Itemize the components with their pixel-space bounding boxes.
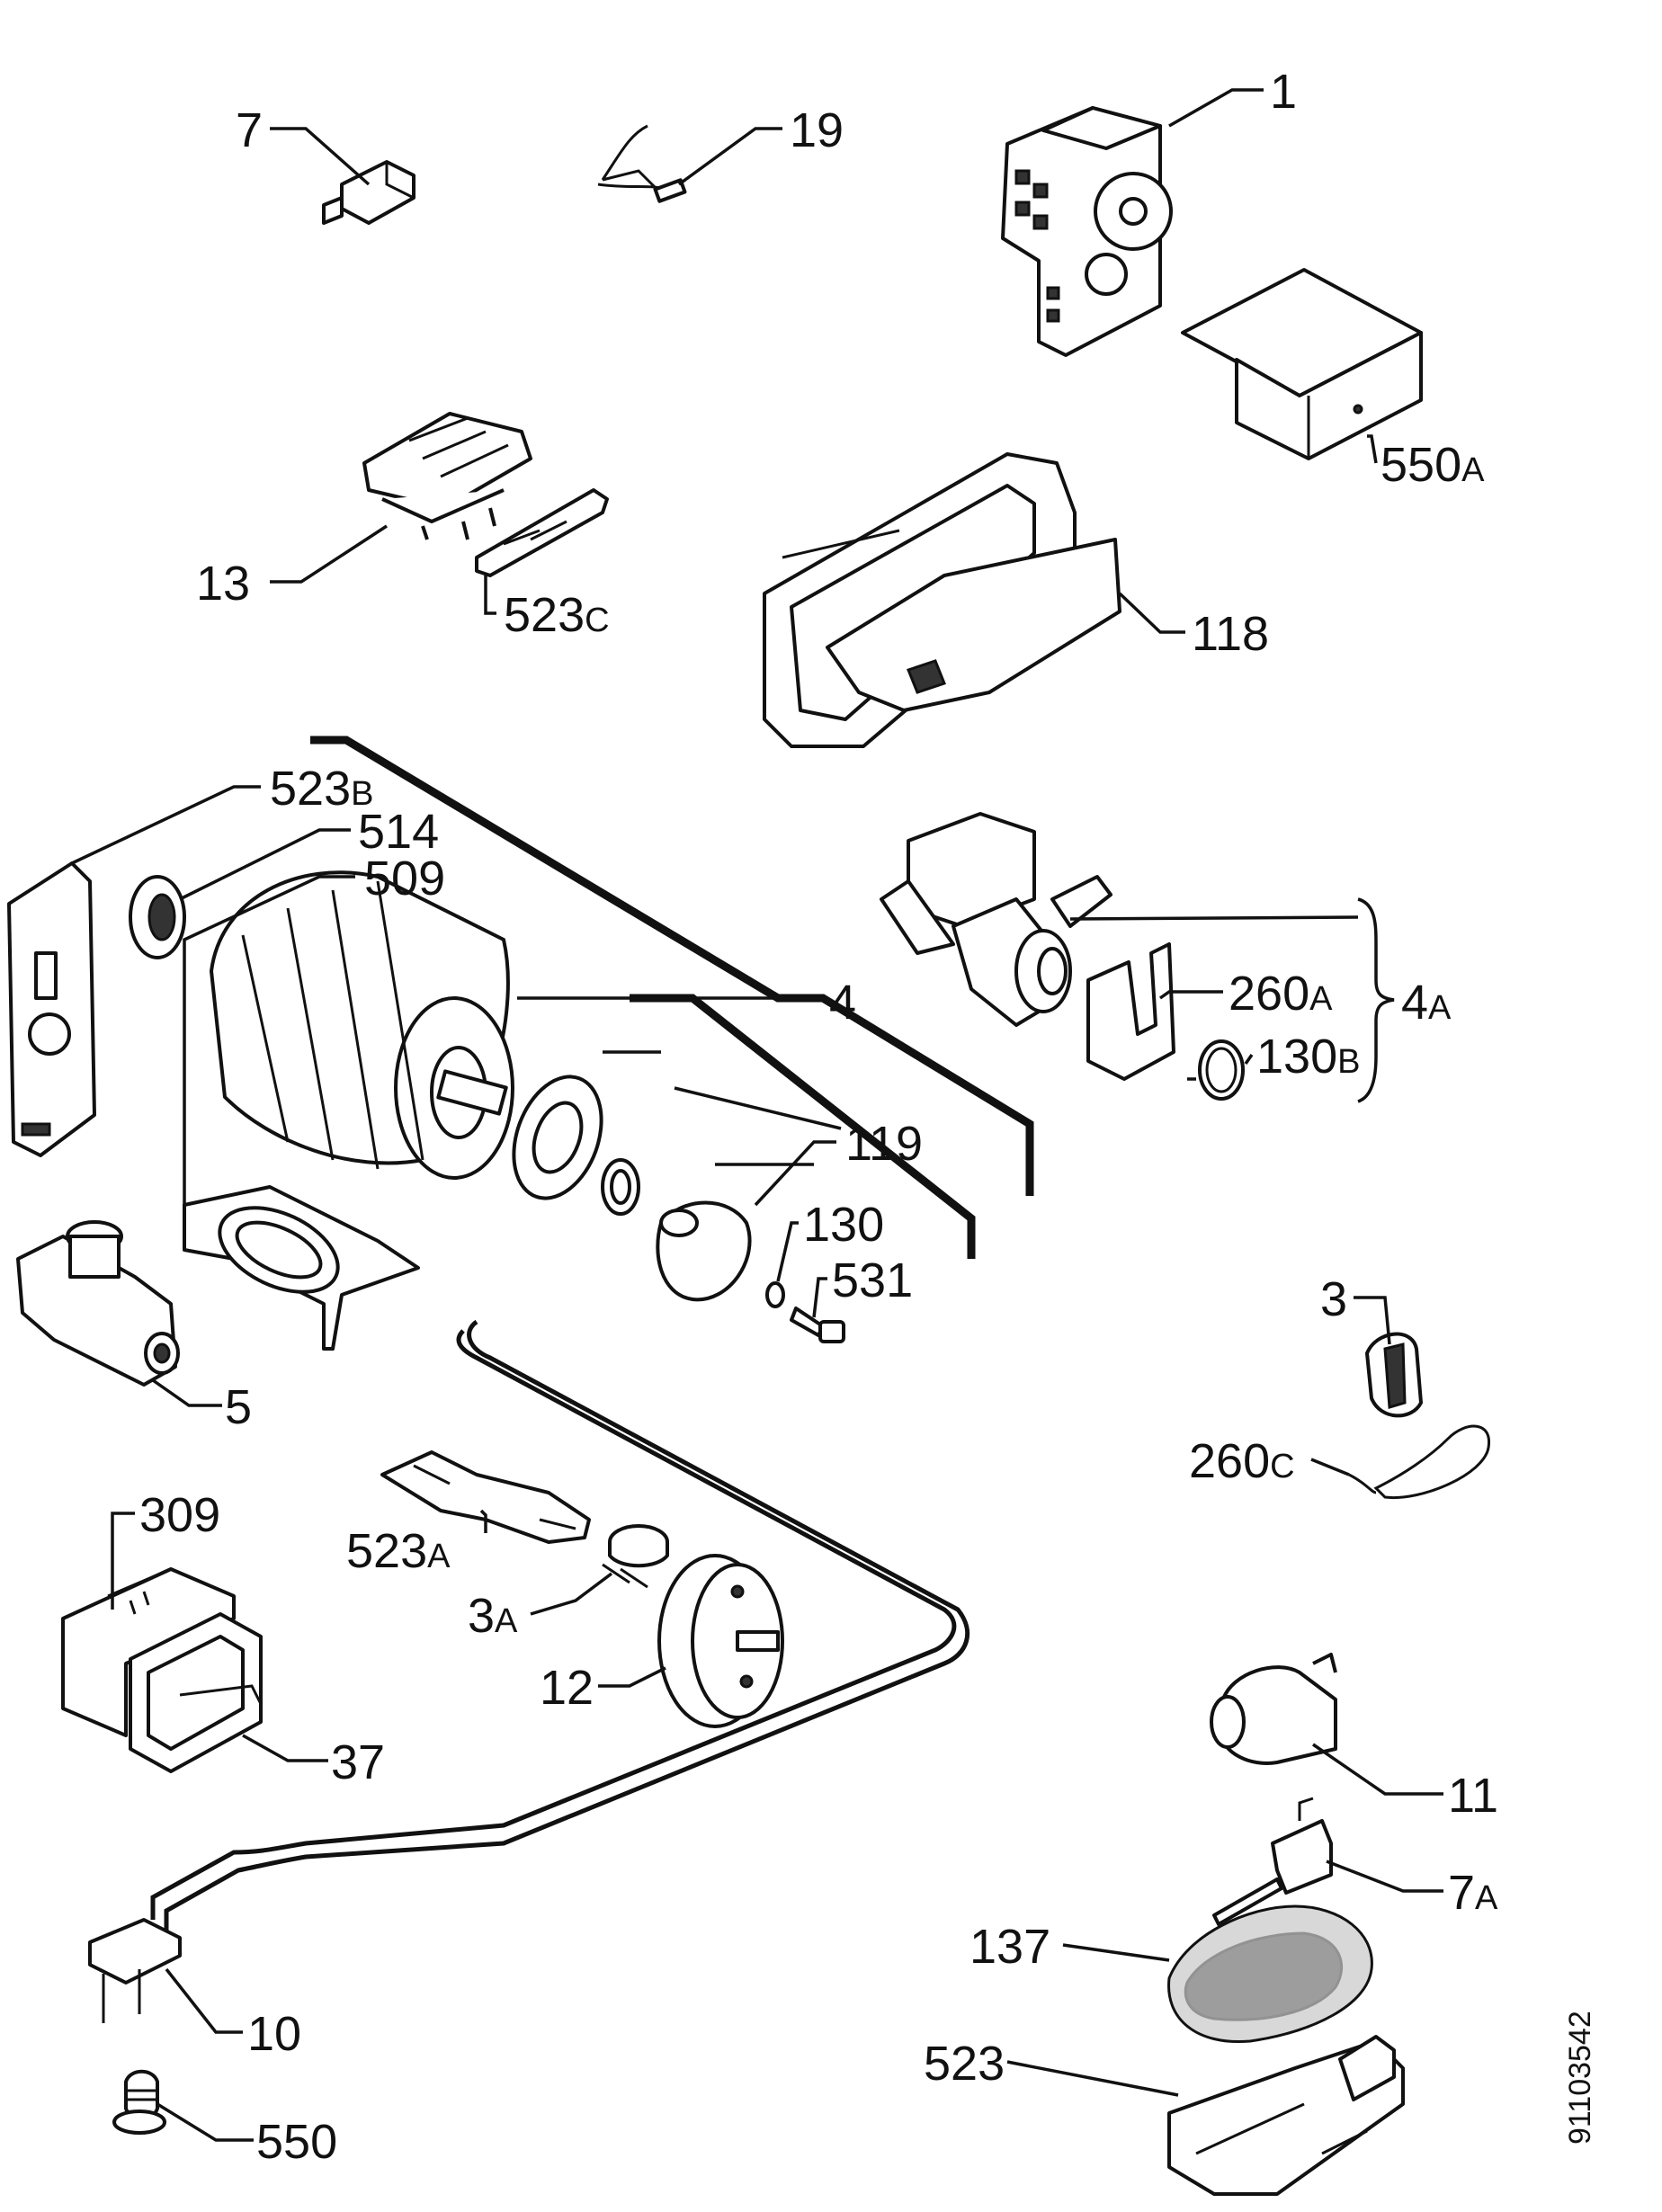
label-p19: 19	[790, 103, 844, 157]
label-p550a: 550A	[1381, 438, 1485, 492]
label-p3: 3	[1320, 1272, 1347, 1326]
label-p260c: 260C	[1189, 1434, 1295, 1488]
timer-cover-box-part	[1181, 268, 1423, 460]
label-p523b: 523B	[270, 762, 373, 816]
filter-sponge-part	[1167, 1904, 1373, 2044]
mounting-bracket-part	[183, 1185, 420, 1351]
aid-dispenser-solenoid-part	[1210, 1653, 1337, 1765]
retaining-spring-part	[1348, 1424, 1490, 1500]
bracket-part	[475, 488, 609, 577]
label-p130: 130	[803, 1198, 884, 1252]
label-p12: 12	[540, 1661, 594, 1715]
base-tray-part	[1167, 2035, 1405, 2196]
detergent-dispenser-part	[763, 452, 1121, 748]
label-p523c: 523C	[504, 588, 610, 642]
label-p523a: 523A	[346, 1524, 451, 1578]
door-switch-part	[322, 160, 416, 225]
temperature-sensor-lead-part	[597, 124, 687, 203]
heating-element-part	[88, 1319, 970, 2023]
thermostat-part	[602, 1524, 669, 1589]
label-p309: 309	[139, 1488, 220, 1542]
o-ring-part	[1198, 1039, 1245, 1101]
label-p13: 13	[196, 557, 250, 611]
drain-pump-clip-part	[1086, 942, 1175, 1081]
pump-seal-kit-part	[512, 1075, 752, 1302]
label-p260a: 260A	[1229, 967, 1333, 1021]
label-p531: 531	[832, 1253, 913, 1307]
group-brace-4a	[1357, 897, 1395, 1103]
wash-pump-motor-part	[210, 870, 514, 1180]
interference-suppressor-part	[129, 1612, 263, 1773]
thermostat-bracket-part	[380, 1450, 591, 1544]
label-p118: 118	[1192, 607, 1269, 661]
label-p550: 550	[256, 2115, 337, 2169]
screw-part	[790, 1307, 845, 1343]
label-p514: 514	[358, 805, 439, 859]
label-p4: 4	[829, 976, 856, 1030]
label-p137: 137	[970, 1920, 1050, 1974]
label-p130b: 130B	[1256, 1030, 1360, 1084]
drain-pump-part	[880, 812, 1112, 1027]
water-inlet-valve-part	[16, 1220, 180, 1387]
label-p523: 523	[924, 2037, 1005, 2091]
push-switch-block-part	[362, 412, 532, 540]
label-p37: 37	[331, 1735, 385, 1789]
label-p3a: 3A	[468, 1589, 518, 1643]
float-switch-part	[1365, 1332, 1423, 1418]
label-p11: 11	[1448, 1769, 1498, 1823]
leader-lines	[71, 88, 1443, 2142]
microswitch-part	[1212, 1797, 1333, 1926]
motor-end-cover-part	[7, 861, 96, 1157]
assembly-bracket-lines	[310, 736, 1359, 1259]
pressure-switch-part	[657, 1554, 784, 1728]
part-labels: 7 19 1 550A 13 523C 118 523B 514 509 4 1…	[139, 65, 1498, 2169]
label-p5: 5	[225, 1380, 252, 1434]
grommet-part	[129, 875, 186, 959]
label-p4a: 4A	[1401, 976, 1452, 1030]
spring-plug-part	[112, 2069, 166, 2135]
label-p509: 509	[364, 852, 445, 905]
washer-part	[765, 1281, 785, 1308]
document-number: 91103542	[1563, 2011, 1597, 2145]
label-p10: 10	[247, 2007, 301, 2061]
label-p7a: 7A	[1448, 1866, 1498, 1920]
label-p119: 119	[845, 1117, 923, 1171]
label-p7: 7	[236, 103, 263, 157]
label-p1: 1	[1270, 65, 1297, 119]
timer-programmer-part	[1001, 106, 1173, 357]
